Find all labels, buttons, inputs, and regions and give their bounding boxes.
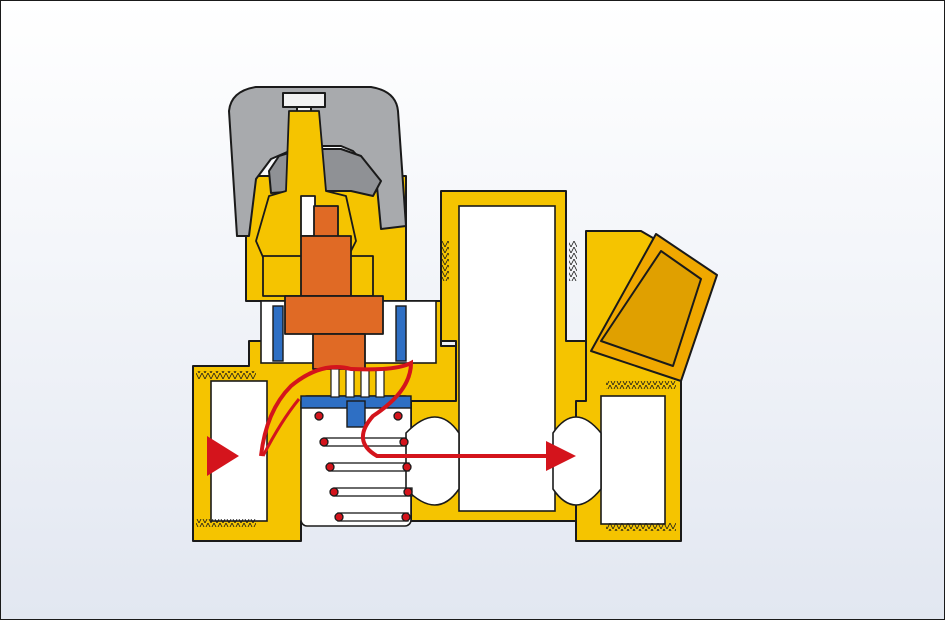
flow-line — [259, 359, 546, 458]
chamber-thread-right — [569, 241, 577, 281]
spring-dot — [393, 411, 403, 421]
flow-direction-triangle-icon — [207, 436, 239, 476]
outlet-thread-top — [606, 381, 676, 389]
left-sphere-cavity — [405, 416, 460, 506]
flow-arrow-head-icon — [546, 441, 576, 471]
spring-dot — [325, 462, 335, 472]
stem-flange — [284, 295, 384, 335]
spring-dot — [399, 437, 409, 447]
rod-1 — [330, 368, 340, 398]
spindle-neck — [300, 195, 316, 237]
chamber-thread-left — [441, 241, 449, 281]
right-sphere-cavity — [552, 416, 602, 506]
strainer-plug-face — [600, 250, 702, 367]
spring-dot — [334, 512, 344, 522]
cap-screw-head — [282, 92, 326, 108]
inlet-thread-top — [196, 371, 256, 379]
spring-dot — [401, 512, 411, 522]
spring-dot — [329, 487, 339, 497]
stem-body — [300, 235, 352, 297]
outlet-thread-bottom — [606, 523, 676, 531]
flow-path — [207, 359, 576, 476]
spring-coil-4 — [337, 512, 409, 522]
seal-left — [272, 305, 284, 362]
spring-coil-3 — [333, 487, 413, 497]
strainer-cap — [590, 233, 718, 382]
flow-line-branch — [261, 398, 301, 457]
center-cavity — [458, 205, 556, 512]
seal-right — [395, 305, 407, 362]
rod-3 — [360, 368, 370, 398]
thread-patterns — [196, 241, 676, 531]
stem-lower — [312, 333, 366, 370]
rod-2 — [345, 368, 355, 398]
spring-coil-2 — [328, 462, 410, 472]
orange-stem — [284, 205, 384, 370]
outlet-bore — [600, 395, 666, 525]
seals — [272, 305, 412, 428]
valve-disc-center — [346, 400, 366, 428]
inlet-thread-bottom — [196, 519, 256, 527]
spring-dot — [402, 462, 412, 472]
stem-top — [313, 205, 339, 239]
spring-dot — [403, 487, 413, 497]
spring-dot — [314, 411, 324, 421]
spring-dot — [319, 437, 329, 447]
rod-4 — [375, 368, 385, 398]
